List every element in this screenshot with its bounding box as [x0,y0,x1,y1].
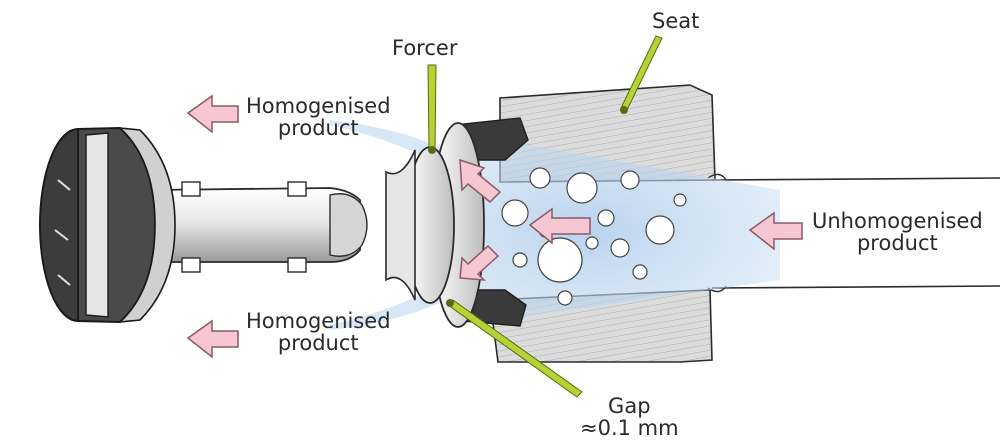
inner-arrow-center [528,207,591,245]
product-flow-region [330,120,780,330]
inner-arrow-down [459,244,500,281]
valve-shaft [149,181,368,273]
inner-arrow-up [459,158,502,204]
forcer-pointer [427,64,437,151]
flow-arrows [186,94,803,359]
inlet-arrow [748,211,803,251]
homogenised-product-label-top: Homogenised product [246,94,391,140]
unhomogenised-product-label: Unhomogenised product [812,209,983,255]
piston-discs [39,126,176,324]
homogenised-product-label-bottom: Homogenised product [246,309,391,355]
forcer-label: Forcer [392,36,458,60]
outlet-arrow-top [186,94,239,134]
outlet-arrow-bottom [186,319,239,359]
pointer-leaders [427,35,663,398]
seat-label: Seat [652,9,700,33]
gap-label: Gap ≈0.1 mm [580,394,679,440]
